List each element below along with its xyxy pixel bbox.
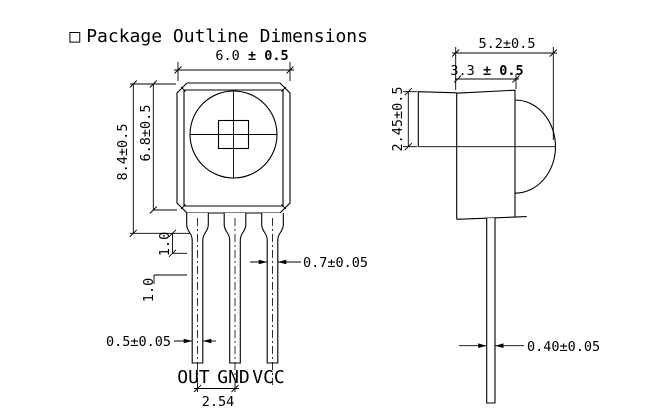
tick — [193, 384, 202, 393]
pin-label-vcc: VCC — [252, 367, 285, 388]
dim-body-height: 6.8±0.5 — [138, 80, 177, 214]
side-body-outline — [456, 89, 516, 220]
corner-line — [180, 86, 186, 92]
dim-total-depth: 5.2±0.5 — [451, 36, 558, 140]
side-body — [417, 89, 557, 220]
arrowhead-right-icon — [183, 338, 193, 344]
dim-lead-section-lower: 1.0 — [141, 274, 187, 302]
dim-lead-width-upper-label: 0.7±0.05 — [303, 255, 368, 271]
corner-line — [180, 204, 186, 210]
dim-lead-section-upper: 1.0 — [157, 229, 187, 258]
tick — [404, 142, 413, 151]
dim-lead-section-upper-label: 1.0 — [157, 232, 173, 256]
side-view: 5.2±0.5 3.3 ± 0.5 — [390, 36, 600, 404]
front-leads — [186, 213, 284, 385]
front-view: 6.0 ± 0.5 8.4±0.5 6.8± — [106, 48, 368, 410]
dim-body-height-label: 6.8±0.5 — [138, 105, 154, 162]
dim-lead-width-upper: 0.7±0.05 — [250, 255, 368, 271]
dim-total-height: 8.4±0.5 — [115, 80, 192, 238]
corner-line — [281, 204, 287, 210]
dome-lens-arc — [514, 99, 557, 194]
tick — [453, 75, 462, 83]
dim-lead-pitch: 2.54 — [193, 384, 239, 410]
arrowhead-left-icon — [202, 338, 212, 344]
dim-body-width-label: 6.0 ± 0.5 — [215, 48, 288, 64]
front-body — [176, 82, 291, 214]
square-bullet-icon: □ — [69, 26, 81, 47]
pin-label-out: OUT — [177, 367, 210, 388]
arrowhead-right-icon — [478, 343, 487, 348]
dim-lead-width-lower: 0.5±0.05 — [106, 334, 216, 350]
sensor-die-square — [217, 119, 250, 150]
dim-total-depth-label: 5.2±0.5 — [479, 36, 536, 52]
dim-lead-thickness-label: 0.40±0.05 — [527, 339, 600, 355]
page-title-text: Package Outline Dimensions — [86, 26, 368, 47]
tick — [231, 384, 239, 393]
side-tab-outline — [417, 91, 457, 147]
dim-lead-width-lower-label: 0.5±0.05 — [106, 334, 171, 350]
dim-body-depth-label: 3.3 ± 0.5 — [450, 63, 523, 79]
side-body-bottom-edge — [456, 216, 527, 220]
dim-body-width: 6.0 ± 0.5 — [174, 48, 294, 81]
dim-tab-height: 2.45±0.5 — [390, 86, 417, 152]
arrowhead-right-icon — [258, 259, 268, 265]
corner-line — [281, 86, 287, 92]
tick — [149, 80, 158, 88]
page-title: □Package Outline Dimensions — [26, 5, 368, 68]
dim-total-height-label: 8.4±0.5 — [115, 124, 131, 181]
arrowhead-left-icon — [277, 259, 287, 265]
arrowhead-left-icon — [495, 343, 504, 348]
side-lead — [486, 218, 496, 404]
pin-label-gnd: GND — [217, 367, 250, 388]
dim-body-depth: 3.3 ± 0.5 — [450, 63, 524, 89]
dim-lead-section-lower-label: 1.0 — [141, 278, 157, 302]
tick — [168, 229, 177, 238]
dim-tab-height-label: 2.45±0.5 — [390, 86, 406, 151]
pin-labels: OUT GND VCC — [177, 367, 285, 388]
dim-lead-pitch-label: 2.54 — [202, 394, 235, 410]
dim-lead-thickness: 0.40±0.05 — [459, 339, 600, 355]
tick — [404, 87, 413, 96]
tick — [129, 80, 138, 88]
side-lead-outline — [486, 218, 496, 404]
